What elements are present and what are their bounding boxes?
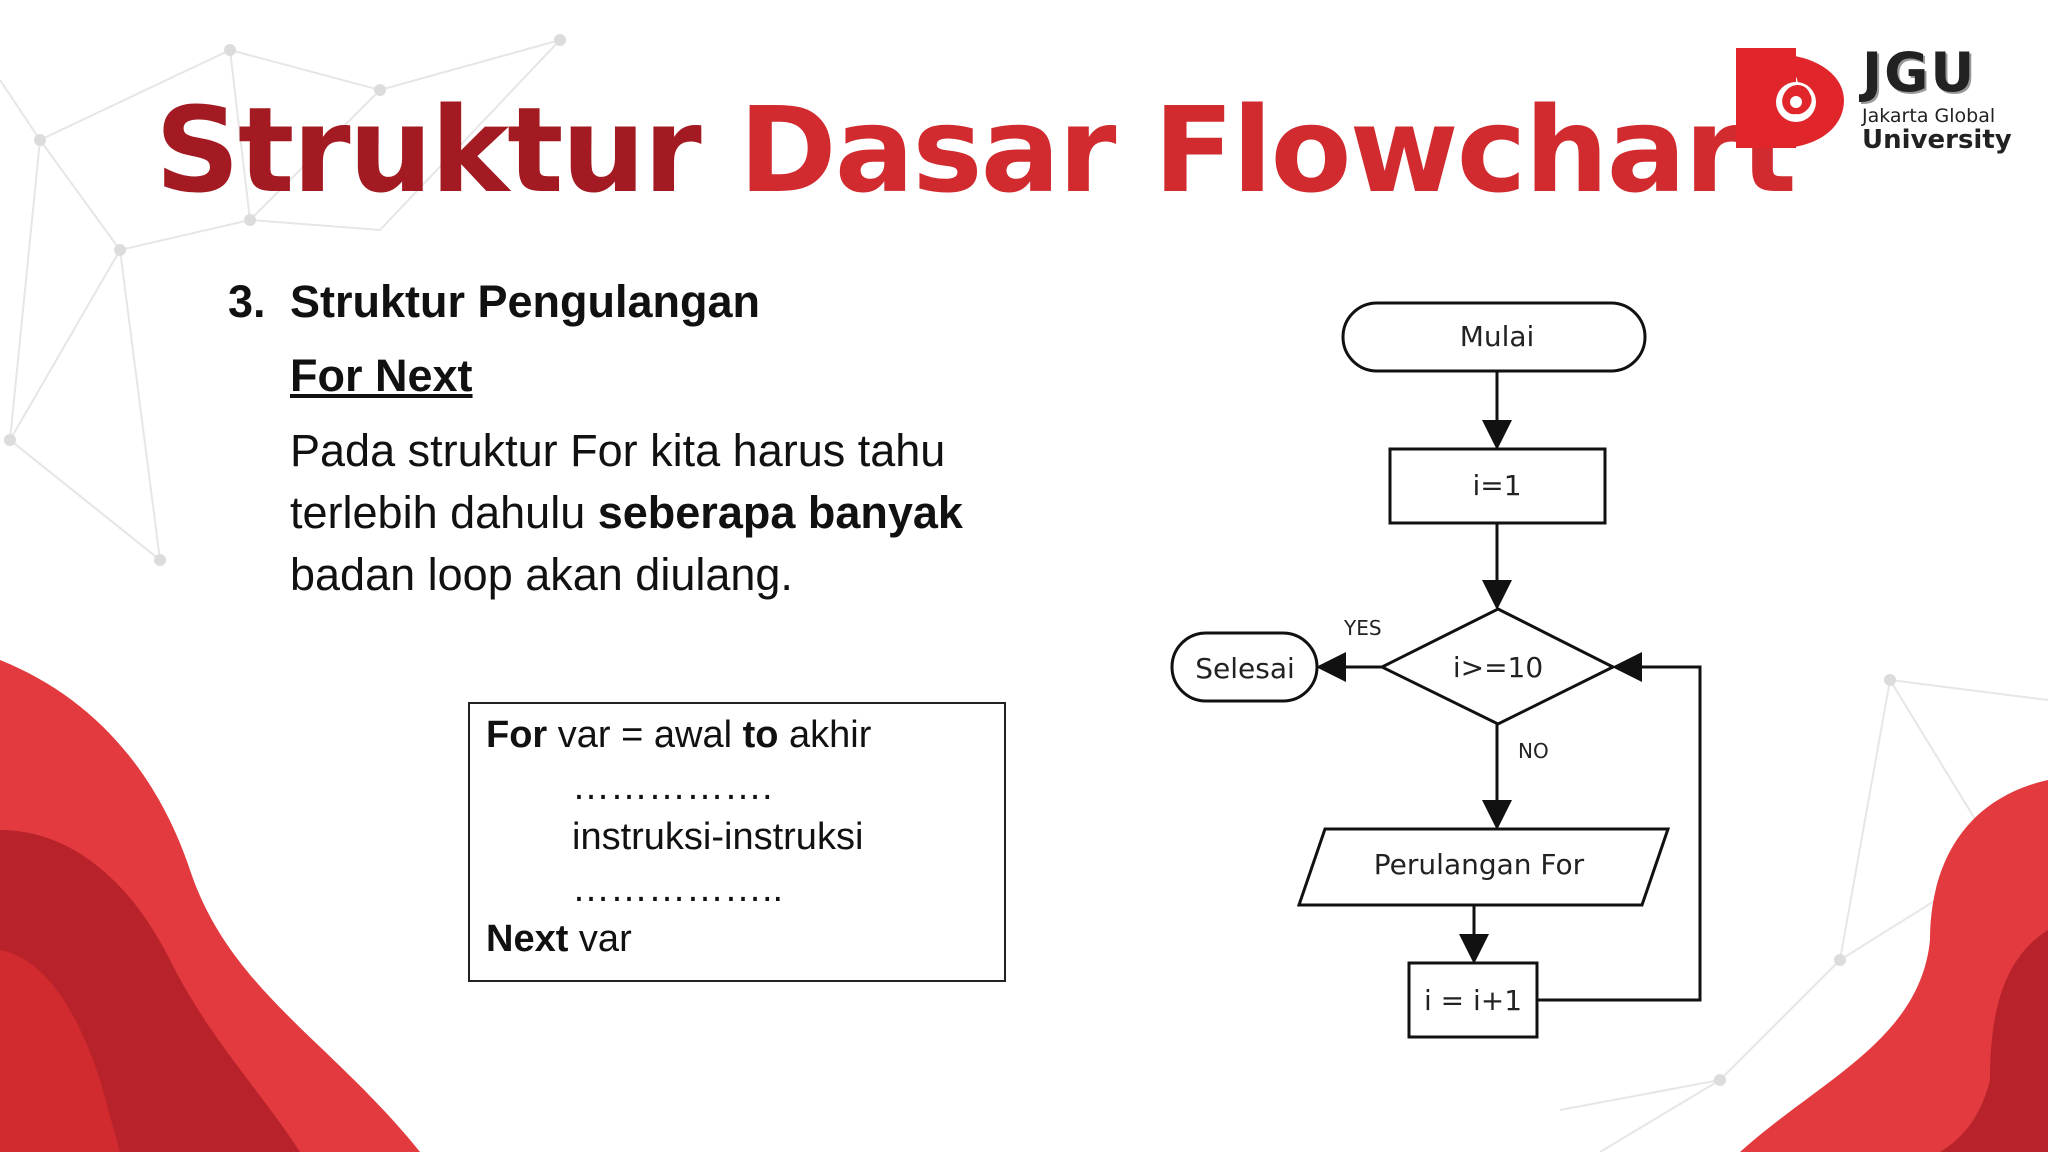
code-line-4: …………….. [572,868,784,910]
arrow-loop-back [1537,652,1702,1002]
code-keyword-for: For [486,714,548,756]
init-label: i=1 [1472,469,1521,502]
section-heading: 3. Struktur Pengulangan [228,276,760,328]
university-logo [1736,48,1844,148]
logo-text: JGU Jakarta Global University [1862,46,2012,153]
red-wave-bottom-right-decoration [1740,780,2048,1152]
increment-process-box [1407,961,1539,1039]
loop-body-label: Perulangan For [1374,848,1585,881]
code-keyword-to: to [742,714,779,756]
code-line-5: Next var [486,918,632,961]
paragraph-line-3: badan loop akan diulang. [290,549,793,600]
logo-name-line1: Jakarta Global [1862,105,1996,127]
code-line-1: For var = awal to akhir [486,714,871,757]
start-label: Mulai [1460,320,1535,353]
paragraph-line-2-text: terlebih dahulu [290,487,598,538]
code-line-1-end: akhir [778,714,872,756]
code-line-1-mid: var = awal [547,714,743,756]
code-line-2: ……………. [572,766,773,808]
red-wave-bottom-left-decoration [0,660,420,1152]
paragraph-line-1: Pada struktur For kita harus tahu [290,425,946,476]
end-label: Selesai [1195,652,1295,685]
no-label: NO [1518,739,1549,763]
subheading: For Next [290,350,473,401]
logo-name-line2: University [1862,124,2012,155]
slide-title-part1: Struktur [155,81,702,219]
code-line-5-end: var [568,918,632,960]
section-number: 3. [228,276,266,327]
pseudocode-box: For var = awal to akhir ……………. instruksi… [468,702,1006,982]
section-heading-text: Struktur Pengulangan [290,276,761,327]
paragraph-emphasis: seberapa banyak [597,487,963,538]
yes-label: YES [1343,616,1382,640]
slide-title-part2: Dasar Flowchart [738,81,1797,219]
paragraph-line-2: terlebih dahulu seberapa banyak [290,482,1050,544]
loop-body-io-box [1296,827,1671,907]
start-terminator [1341,301,1647,373]
condition-label: i>=10 [1453,651,1543,684]
orchid-logo-icon [1736,48,1844,148]
slide-title: Struktur Dasar Flowchart [155,80,1797,222]
logo-abbreviation: JGU [1862,41,1977,104]
increment-label: i = i+1 [1424,984,1522,1017]
code-keyword-next: Next [486,918,569,960]
code-line-3: instruksi-instruksi [572,816,864,858]
description-paragraph: Pada struktur For kita harus tahu terleb… [290,420,1050,606]
